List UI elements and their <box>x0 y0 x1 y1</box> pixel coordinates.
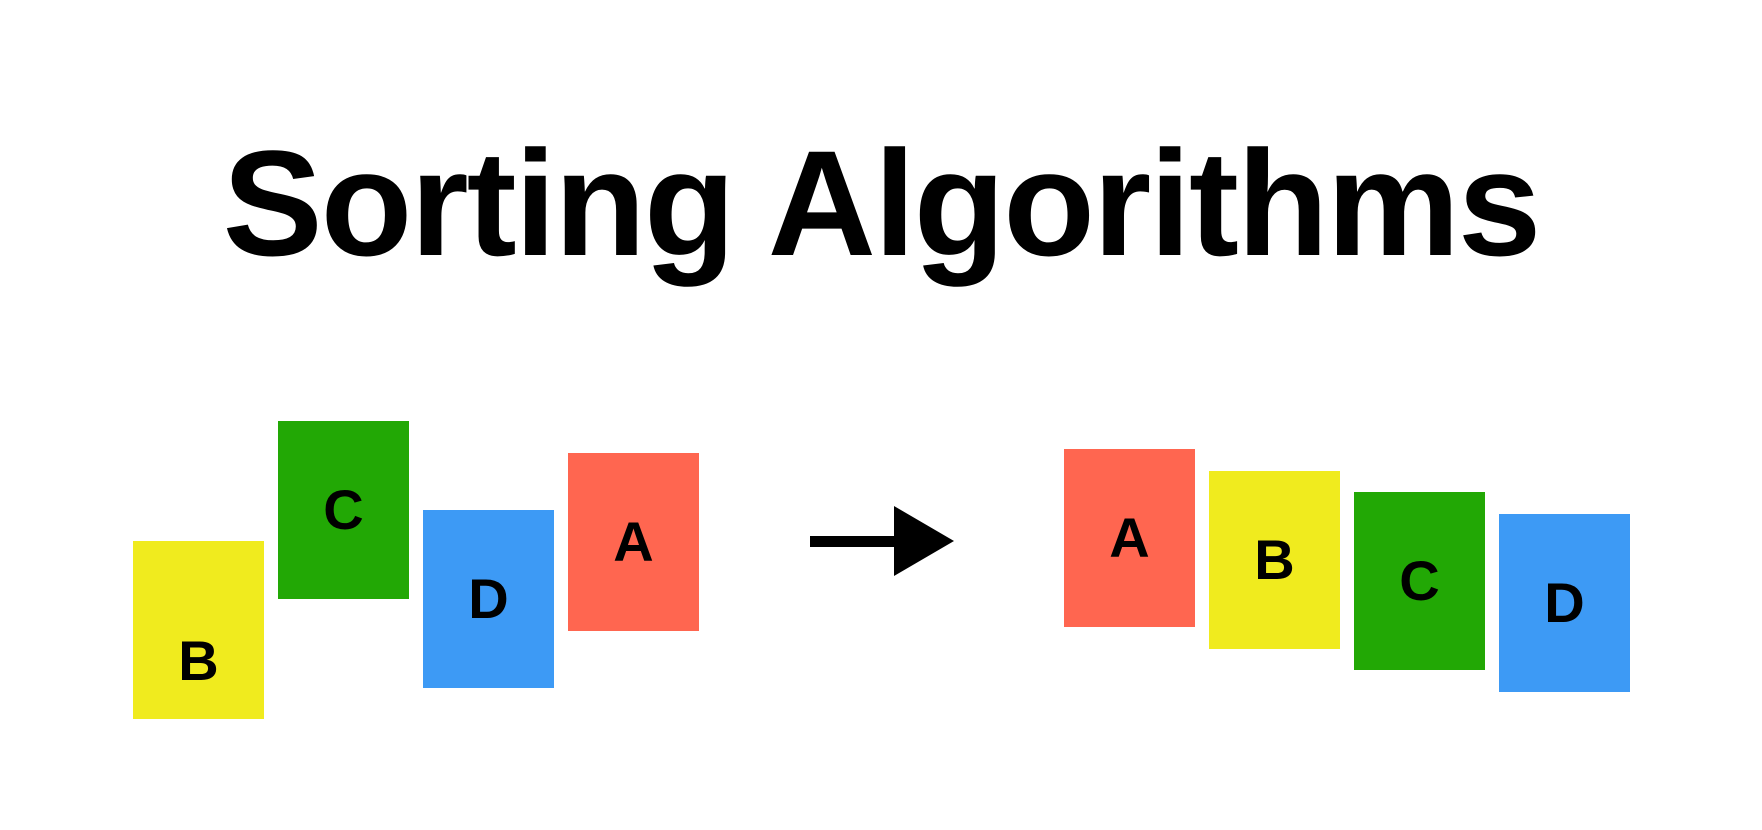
diagram-title: Sorting Algorithms <box>222 119 1542 287</box>
sorted-card-d: D <box>1499 514 1630 692</box>
unsorted-card-d-label: D <box>468 567 509 630</box>
arrow-head <box>894 506 954 576</box>
arrow-right-icon <box>810 506 954 576</box>
sorted-card-a: A <box>1064 449 1195 627</box>
sorted-card-a-label: A <box>1109 506 1150 569</box>
sorted-card-d-label: D <box>1544 571 1585 634</box>
unsorted-card-a: A <box>568 453 699 631</box>
sorted-card-b-label: B <box>1254 528 1295 591</box>
unsorted-card-a-label: A <box>613 510 654 573</box>
sorted-card-c: C <box>1354 492 1485 670</box>
unsorted-card-c: C <box>278 421 409 599</box>
sorted-card-c-label: C <box>1399 549 1440 612</box>
unsorted-card-d: D <box>423 510 554 688</box>
unsorted-card-c-label: C <box>323 478 364 541</box>
arrow-shaft <box>810 536 894 547</box>
unsorted-card-b-label: B <box>178 629 219 692</box>
unsorted-card-b: B <box>133 541 264 719</box>
sorted-card-b: B <box>1209 471 1340 649</box>
